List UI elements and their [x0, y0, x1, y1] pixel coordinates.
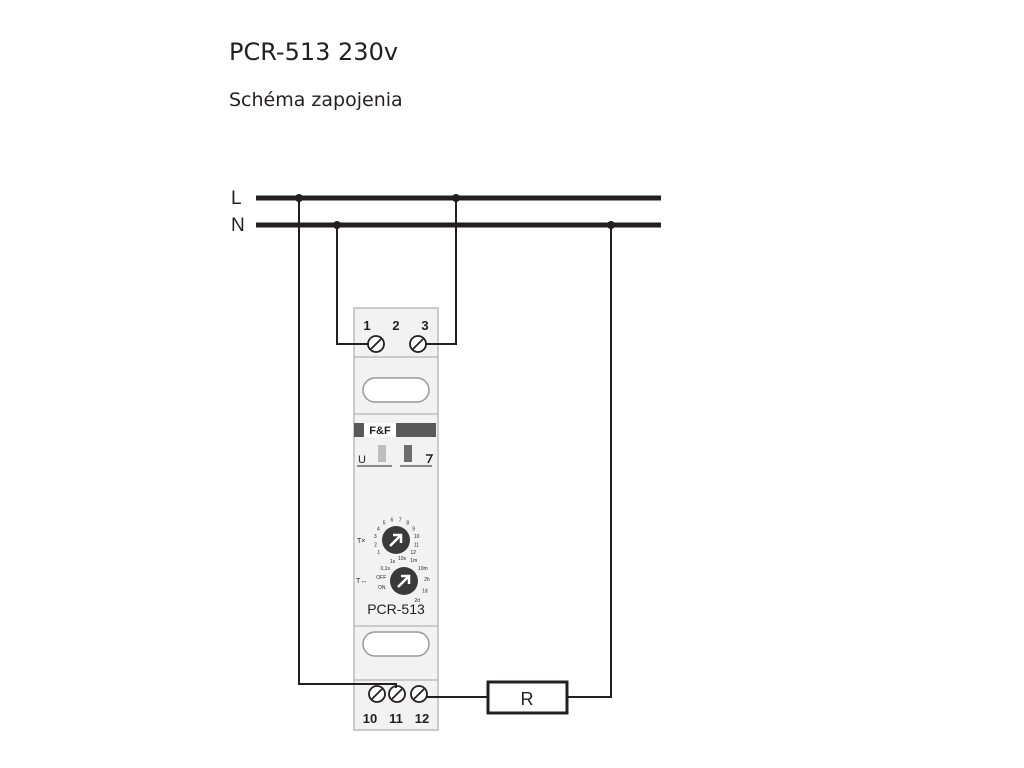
- line-n-label: N: [231, 215, 245, 236]
- terminal-1-label: 1: [363, 318, 370, 333]
- junction-dot: [333, 221, 341, 229]
- terminal-screw-11[interactable]: [388, 685, 406, 703]
- scale-label: 2h: [424, 577, 430, 583]
- scale-label: 11: [414, 543, 419, 549]
- page-title: PCR-513 230v: [229, 38, 399, 66]
- led-power: [378, 445, 386, 462]
- led-relay: [404, 445, 412, 462]
- scale-label: 3: [374, 534, 377, 540]
- brand-logo-box: [364, 423, 396, 437]
- scale-label: 1d: [422, 589, 428, 595]
- scale-label: 5: [383, 521, 386, 527]
- scale-label: 6: [391, 517, 394, 523]
- scale-label: OFF: [376, 575, 386, 581]
- terminal-2-label: 2: [392, 318, 399, 333]
- scale-label: 7: [399, 517, 402, 523]
- load-label: R: [521, 689, 534, 709]
- terminal-10-label: 10: [363, 711, 377, 726]
- brand-logo: F&F: [369, 425, 391, 437]
- scale-label: 10s: [398, 556, 407, 562]
- scale-label: 0,1s: [380, 566, 390, 572]
- terminal-12-label: 12: [415, 711, 429, 726]
- junction-dot: [452, 194, 460, 202]
- scale-label: 1: [377, 550, 380, 556]
- wire-n-to-terminal-1: [336, 225, 368, 345]
- model-label: PCR-513: [367, 601, 425, 617]
- arrow-icon: [389, 533, 403, 547]
- led-u-label: U: [358, 454, 366, 466]
- scale-label: 8: [406, 521, 409, 527]
- device-housing: [353, 307, 439, 731]
- scale-label: 10m: [418, 566, 428, 572]
- scale-label: 12: [410, 550, 416, 556]
- scale-label: 1s: [390, 559, 396, 565]
- terminal-screw-3[interactable]: [409, 335, 427, 353]
- terminal-screw-12[interactable]: [410, 685, 428, 703]
- relay-symbol-icon: [426, 454, 434, 464]
- wire-load-to-n: [567, 225, 612, 698]
- wire-l-to-terminal-11: [298, 198, 397, 688]
- scale-label: 4: [377, 527, 380, 533]
- terminal-11-label: 11: [389, 711, 403, 726]
- knob2-label: T↔: [356, 578, 367, 585]
- knob-time-multiplier[interactable]: [382, 526, 410, 554]
- arrow-icon: [397, 574, 411, 588]
- scale-label: 9: [412, 527, 415, 533]
- terminal-3-label: 3: [421, 318, 428, 333]
- junction-dot: [607, 221, 615, 229]
- terminal-screw-10[interactable]: [368, 685, 386, 703]
- load-resistor: [486, 680, 569, 715]
- scale-label: 2: [374, 543, 377, 549]
- scale-label: ON: [378, 585, 386, 591]
- junction-dot: [295, 194, 303, 202]
- scale-label: 2d: [414, 598, 420, 604]
- wire-l-to-terminal-3: [426, 198, 457, 345]
- label-window-top: [362, 377, 430, 403]
- wires: [298, 198, 612, 698]
- terminal-screw-1[interactable]: [367, 335, 385, 353]
- scale-label: 1m: [410, 558, 417, 564]
- page-subtitle: Schéma zapojenia: [229, 89, 403, 111]
- scale-label: 10: [414, 534, 420, 540]
- label-window-bottom: [362, 631, 430, 657]
- line-l-label: L: [231, 188, 242, 209]
- knob-time-range[interactable]: [390, 567, 418, 595]
- knob1-label: T×: [357, 538, 365, 545]
